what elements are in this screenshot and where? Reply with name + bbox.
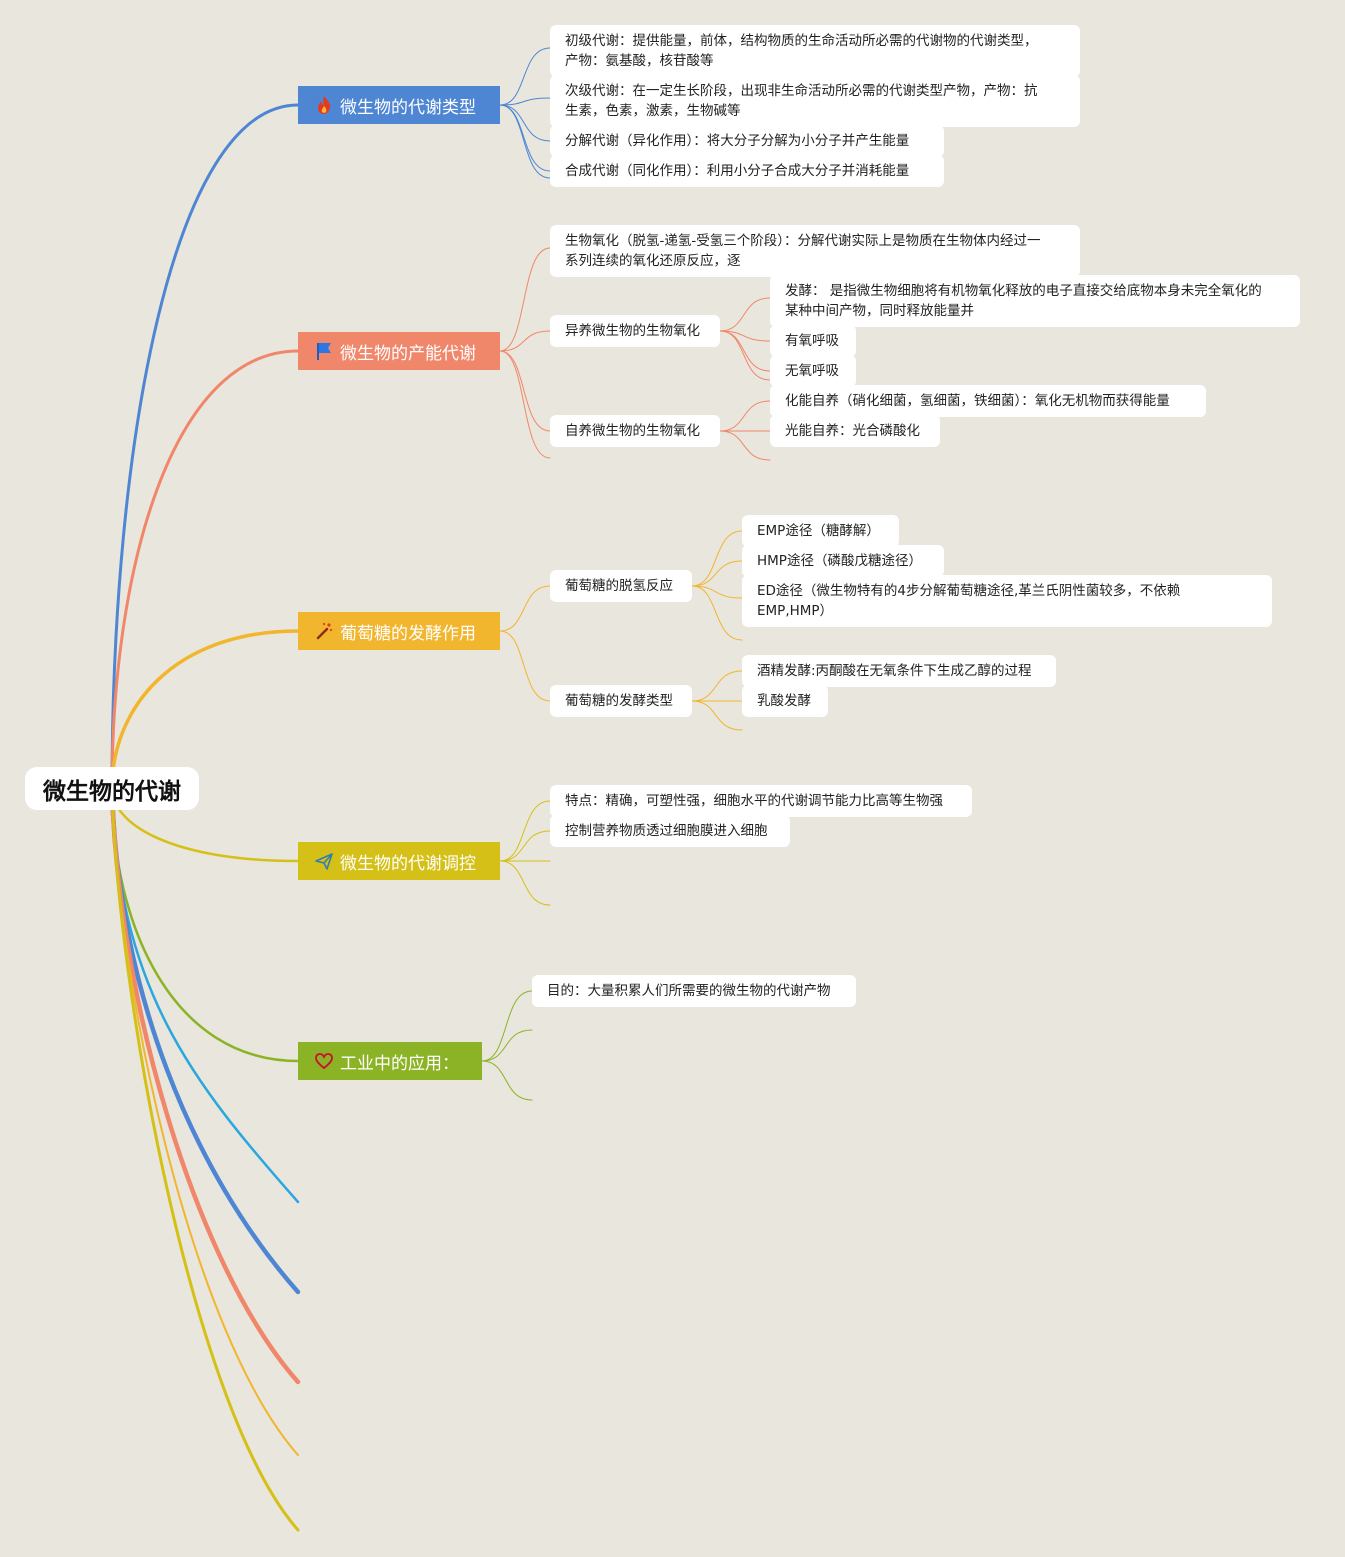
- leaf-biological-oxidation[interactable]: 生物氧化（脱氢-递氢-受氢三个阶段）：分解代谢实际上是物质在生物体内经过一 系列…: [550, 225, 1080, 277]
- trunk-line-yellow: [110, 629, 300, 790]
- fan-line: [499, 104, 551, 179]
- tail-line-orange: [109, 785, 301, 1385]
- trunk-line-orange: [110, 349, 300, 790]
- root-topic[interactable]: 微生物的代谢: [25, 767, 199, 810]
- fan-line: [499, 630, 551, 702]
- leaf-primary-metabolism[interactable]: 初级代谢：提供能量，前体，结构物质的生命活动所必需的代谢物的代谢类型， 产物：氨…: [550, 25, 1080, 77]
- leaf-ed-pathway[interactable]: ED途径（微生物特有的4步分解葡萄糖途径,革兰氏阴性菌较多，不依赖 EMP,HM…: [742, 575, 1272, 627]
- leaf-aerobic-respiration[interactable]: 有氧呼吸: [770, 325, 856, 357]
- leaf-glucose-dehydrogenation[interactable]: 葡萄糖的脱氢反应: [550, 570, 692, 602]
- fan-line: [691, 670, 743, 702]
- branch-label: 工业中的应用：: [340, 1053, 459, 1074]
- fan-line: [691, 585, 743, 641]
- leaf-emp-pathway[interactable]: EMP途径（糖酵解）: [742, 515, 899, 547]
- fan-line: [719, 400, 771, 432]
- branch-label: 微生物的代谢类型: [340, 97, 476, 118]
- fan-line: [499, 800, 551, 862]
- magic-wand-icon: [314, 621, 334, 641]
- leaf-fermentation[interactable]: 发酵： 是指微生物细胞将有机物氧化释放的电子直接交给底物本身未完全氧化的 某种中…: [770, 275, 1300, 327]
- leaf-secondary-metabolism[interactable]: 次级代谢：在一定生长阶段，出现非生命活动所必需的代谢类型产物，产物：抗 生素，色…: [550, 75, 1080, 127]
- fan-line: [481, 1060, 533, 1101]
- fan-line: [719, 330, 771, 381]
- flame-icon: [314, 95, 334, 115]
- leaf-hmp-pathway[interactable]: HMP途径（磷酸戊糖途径）: [742, 545, 944, 577]
- leaf-lactic-fermentation[interactable]: 乳酸发酵: [742, 685, 828, 717]
- fan-line: [499, 350, 551, 432]
- branch-metabolic-regulation[interactable]: 微生物的代谢调控: [298, 842, 500, 880]
- fan-line: [499, 104, 551, 172]
- fan-line: [719, 297, 771, 332]
- fan-line: [499, 104, 551, 142]
- leaf-chemoautotrophy[interactable]: 化能自养（硝化细菌，氢细菌，铁细菌）：氧化无机物而获得能量: [770, 385, 1206, 417]
- fan-line: [691, 530, 743, 587]
- leaf-heterotroph-oxidation[interactable]: 异养微生物的生物氧化: [550, 315, 720, 347]
- tail-line-cyan: [110, 786, 300, 1204]
- fan-line: [499, 247, 551, 352]
- leaf-industrial-purpose[interactable]: 目的：大量积累人们所需要的微生物的代谢产物: [532, 975, 856, 1007]
- tail-line-yellow: [111, 787, 299, 1456]
- fan-line: [499, 47, 551, 106]
- flag-icon: [314, 341, 334, 361]
- branch-glucose-fermentation[interactable]: 葡萄糖的发酵作用: [298, 612, 500, 650]
- fan-line: [481, 1029, 533, 1062]
- branch-label: 葡萄糖的发酵作用: [340, 623, 476, 644]
- tail-line-olive: [110, 786, 300, 1532]
- leaf-anaerobic-respiration[interactable]: 无氧呼吸: [770, 355, 856, 387]
- fan-line: [691, 585, 743, 599]
- branch-label: 微生物的产能代谢: [340, 343, 476, 364]
- fan-line: [499, 330, 551, 352]
- fan-line: [499, 830, 551, 862]
- leaf-autotroph-oxidation[interactable]: 自养微生物的生物氧化: [550, 415, 720, 447]
- fan-line: [499, 860, 551, 906]
- fan-line: [481, 990, 533, 1062]
- paper-plane-icon: [314, 851, 334, 871]
- heart-icon: [314, 1051, 334, 1071]
- leaf-nutrient-transport[interactable]: 控制营养物质透过细胞膜进入细胞: [550, 815, 790, 847]
- fan-line: [719, 330, 771, 372]
- fan-line: [691, 700, 743, 731]
- fan-line: [691, 560, 743, 587]
- branch-energy-metabolism[interactable]: 微生物的产能代谢: [298, 332, 500, 370]
- leaf-anabolism[interactable]: 合成代谢（同化作用）：利用小分子合成大分子并消耗能量: [550, 155, 944, 187]
- leaf-catabolism[interactable]: 分解代谢（异化作用）：将大分子分解为小分子并产生能量: [550, 125, 944, 157]
- leaf-glucose-fermentation-types[interactable]: 葡萄糖的发酵类型: [550, 685, 692, 717]
- fan-line: [499, 350, 551, 459]
- leaf-regulation-features[interactable]: 特点：精确，可塑性强，细胞水平的代谢调节能力比高等生物强: [550, 785, 972, 817]
- trunk-line-blue: [110, 103, 300, 790]
- fan-line: [499, 97, 551, 106]
- fan-line: [719, 430, 771, 461]
- fan-line: [719, 330, 771, 342]
- root-topic-label: 微生物的代谢: [43, 778, 181, 805]
- leaf-alcohol-fermentation[interactable]: 酒精发酵:丙酮酸在无氧条件下生成乙醇的过程: [742, 655, 1056, 687]
- leaf-photoautotrophy[interactable]: 光能自养：光合磷酸化: [770, 415, 940, 447]
- branch-label: 微生物的代谢调控: [340, 853, 476, 874]
- branch-metabolism-types[interactable]: 微生物的代谢类型: [298, 86, 500, 124]
- fan-line: [499, 585, 551, 632]
- branch-industrial-application[interactable]: 工业中的应用：: [298, 1042, 482, 1080]
